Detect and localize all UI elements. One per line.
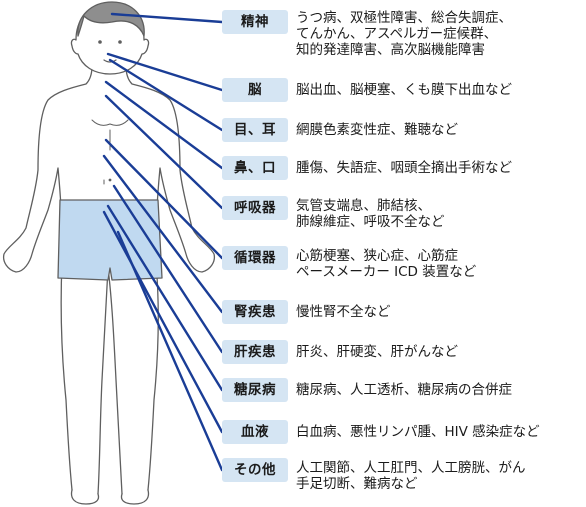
hair — [77, 1, 145, 37]
human-body-illustration — [2, 1, 216, 505]
feet — [70, 489, 150, 505]
category-label: 目、耳 — [222, 118, 288, 142]
category-label: 精神 — [222, 10, 288, 34]
leader-line — [112, 184, 224, 354]
category-description: 脳出血、脳梗塞、くも膜下出血など — [296, 82, 512, 98]
chest-lines — [91, 119, 129, 185]
category-label: その他 — [222, 458, 288, 482]
leader-line — [106, 204, 224, 392]
category-description: 肝炎、肝硬変、肝がんなど — [296, 344, 458, 360]
category-description: 腫傷、失語症、咽頭全摘出手術など — [296, 160, 512, 176]
leader-line — [104, 138, 224, 260]
category-description: 網膜色素変性症、難聴など — [296, 122, 458, 138]
leader-line — [102, 210, 224, 434]
leader-line — [106, 52, 224, 92]
category-label: 循環器 — [222, 246, 288, 270]
category-description: 心筋梗塞、狭心症、心筋症 ペースメーカー ICD 装置など — [296, 248, 477, 280]
category-description: 白血病、悪性リンパ腫、HIV 感染症など — [296, 424, 540, 440]
category-description: うつ病、双極性障害、総合失調症、 てんかん、アスペルガー症候群、 知的発達障害、… — [296, 10, 512, 58]
category-label: 鼻、口 — [222, 156, 288, 180]
category-label: 糖尿病 — [222, 378, 288, 402]
right-eye — [118, 40, 122, 44]
category-label: 脳 — [222, 78, 288, 102]
left-eye — [98, 40, 102, 44]
category-description: 人工関節、人工肛門、人工膀胱、がん 手足切断、難病など — [296, 460, 526, 492]
category-label: 血液 — [222, 420, 288, 444]
leader-line — [116, 230, 224, 472]
leader-line — [104, 80, 224, 170]
category-label: 呼吸器 — [222, 196, 288, 220]
category-label: 肝疾患 — [222, 340, 288, 364]
mouth — [103, 59, 117, 63]
leader-line — [108, 58, 224, 132]
category-description: 糖尿病、人工透析、糖尿病の合併症 — [296, 382, 512, 398]
category-label: 腎疾患 — [222, 300, 288, 324]
leader-lines — [102, 12, 224, 472]
leader-line — [102, 154, 224, 314]
category-description: 気管支端息、肺結核、 肺線維症、呼吸不全など — [296, 198, 445, 230]
leader-line — [110, 12, 224, 24]
category-description: 慢性腎不全など — [296, 304, 391, 320]
navel — [108, 178, 112, 182]
leader-line — [104, 94, 224, 210]
